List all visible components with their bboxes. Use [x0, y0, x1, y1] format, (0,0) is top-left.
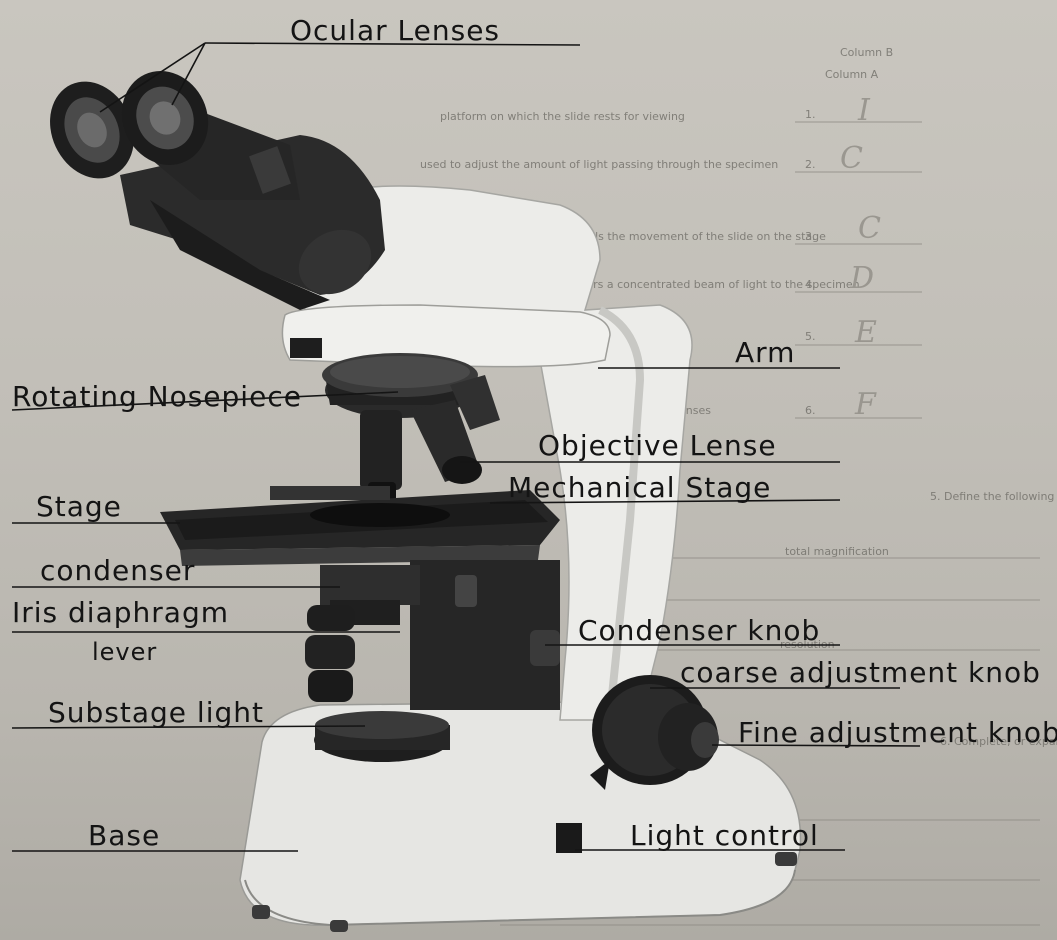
substage-light [314, 711, 450, 762]
ws-num-6: 6. [805, 404, 816, 417]
label-objective-lense: Objective Lense [538, 429, 777, 462]
ws-section-5: 5. Define the following terms. [930, 490, 1057, 503]
label-iris-lever: lever [92, 638, 157, 666]
ws-item-1: platform on which the slide rests for vi… [440, 110, 685, 123]
ws-num-2: 2. [805, 158, 816, 171]
ws-answer-1: I [857, 93, 871, 128]
ws-item-2: used to adjust the amount of light passi… [420, 158, 778, 171]
label-condenser: condenser [40, 554, 195, 587]
ws-num-1: 1. [805, 108, 816, 121]
label-substage-light: Substage light [48, 696, 264, 729]
label-base: Base [88, 819, 160, 852]
label-fine-adjustment-knob: Fine adjustment knob [738, 716, 1057, 749]
light-control-switch [556, 823, 582, 853]
arm-button [290, 338, 322, 358]
label-mechanical-stage: Mechanical Stage [508, 471, 771, 504]
stage-control-knobs [305, 605, 355, 702]
label-stage: Stage [36, 490, 122, 523]
ws-answer-2: C [840, 141, 863, 176]
condenser-knob [530, 630, 560, 666]
label-coarse-adjustment-knob: coarse adjustment knob [680, 656, 1041, 689]
condenser-assembly [320, 560, 560, 710]
ws-column-a: Column A [825, 68, 879, 81]
ws-column-b: Column B [840, 46, 893, 59]
label-condenser-knob: Condenser knob [578, 614, 820, 647]
label-ocular-lenses: Ocular Lenses [290, 14, 500, 47]
ws-num-5: 5. [805, 330, 816, 343]
binocular-head [35, 57, 385, 310]
ws-answer-6: F [854, 387, 877, 422]
ws-answer-3: C [858, 211, 881, 246]
label-arm: Arm [735, 336, 795, 369]
label-light-control: Light control [630, 819, 819, 852]
stage [160, 486, 560, 566]
label-iris-diaphragm: Iris diaphragm [12, 596, 229, 629]
ws-item-3: controls the movement of the slide on th… [560, 230, 826, 243]
ws-answer-4: D [849, 261, 874, 296]
ws-total-magnification: total magnification [785, 545, 889, 558]
ws-answer-5: E [854, 315, 877, 350]
ws-item-4: delivers a concentrated beam of light to… [560, 278, 860, 291]
